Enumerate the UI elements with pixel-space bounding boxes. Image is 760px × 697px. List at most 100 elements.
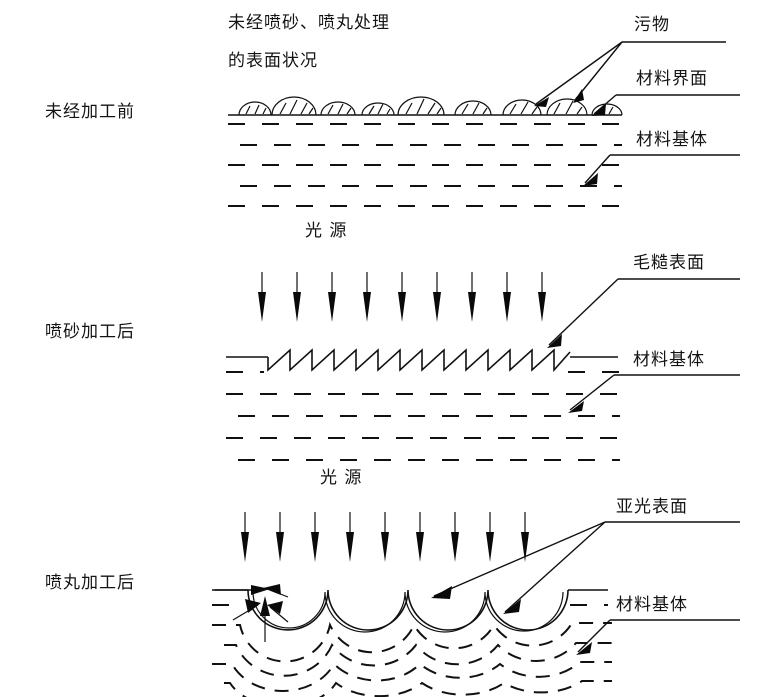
leader-rough-surface: 毛糙表面	[547, 253, 740, 348]
scatter-arrow-head	[245, 599, 261, 613]
leader-arrowhead	[547, 334, 562, 348]
bump-hatch	[254, 104, 260, 115]
light-arrow-head	[328, 292, 336, 322]
substrate-wavy-row	[212, 621, 612, 663]
bump-hatch	[289, 99, 298, 115]
label-material-interface: 材料界面	[636, 69, 708, 89]
label-matte-surface: 亚光表面	[616, 497, 688, 517]
bump-hatch	[368, 105, 375, 115]
substrate-dashed-rows-3	[212, 604, 612, 697]
bump	[454, 100, 492, 116]
light-arrow-head	[293, 292, 301, 322]
leader-material-interface: 材料界面	[592, 69, 740, 116]
leader-line	[504, 521, 606, 613]
leader-arrowhead	[583, 173, 598, 186]
scatter-arrow-head	[267, 601, 283, 614]
leader-line	[574, 41, 623, 101]
bump-hatch	[509, 103, 517, 115]
substrate-wavy-row	[212, 661, 612, 692]
light-arrow-head	[433, 292, 441, 322]
light-arrow-head	[363, 292, 371, 322]
leader-material-substrate-2: 材料基体	[568, 350, 740, 413]
substrate-wavy-row	[224, 642, 612, 677]
bump-hatch	[327, 104, 334, 115]
bump-hatch	[482, 107, 488, 115]
bump	[271, 96, 317, 116]
section-label-after-sandblasting: 喷砂加工后	[45, 322, 135, 342]
crater-profile-inner	[252, 591, 564, 633]
bump-hatch	[346, 107, 352, 115]
leader-contaminant: 污物	[534, 15, 726, 107]
leader-line	[535, 41, 623, 105]
leader-arrowhead	[573, 89, 584, 103]
section-after-sandblasting: 光 源 喷砂加工后	[45, 221, 740, 461]
scatter-arrow-head	[251, 585, 270, 595]
bump-hatch	[300, 102, 308, 115]
bump-hatch	[262, 107, 267, 115]
scatter-arrow-head	[263, 584, 281, 595]
bump-hatch	[608, 106, 614, 115]
bump-hatch	[245, 105, 251, 115]
light-arrow-head	[276, 532, 284, 562]
light-arrow-head	[311, 532, 319, 562]
leader-material-substrate-3: 材料基体	[576, 595, 740, 655]
leader-arrowhead	[592, 104, 606, 116]
label-rough-surface: 毛糙表面	[633, 253, 705, 273]
leader-arrowhead	[576, 642, 592, 655]
leader-line	[548, 278, 619, 346]
rough-surface-sawtooth	[226, 348, 618, 373]
bump-hatch	[405, 102, 413, 115]
scatter-arrow-head	[260, 596, 270, 616]
bump-hatch	[279, 102, 287, 115]
light-arrow-head	[258, 292, 266, 322]
label-contaminant: 污物	[634, 15, 670, 35]
bump-hatch	[416, 98, 425, 115]
light-arrows-sandblasting	[258, 272, 546, 322]
light-arrow-head	[468, 292, 476, 322]
light-arrow-head	[381, 532, 389, 562]
matte-surface-craters	[212, 589, 608, 633]
bump-hatch	[565, 100, 574, 115]
light-source-label-sandblasting: 光 源	[305, 221, 347, 241]
light-arrow-head	[451, 532, 459, 562]
substrate-dashed-rows-2	[226, 371, 620, 461]
leader-arrowhead	[503, 599, 521, 614]
substrate-dashed-rows-1	[228, 123, 622, 207]
bump	[502, 99, 542, 116]
leader-arrowhead	[534, 97, 549, 107]
section-before-processing: 未经喷砂、喷丸处理 的表面状况 未经加工前	[45, 13, 740, 207]
bump	[546, 98, 588, 116]
leader-line	[433, 521, 606, 597]
label-material-substrate: 材料基体	[636, 130, 708, 150]
contaminant-bumps	[238, 96, 623, 116]
light-arrow-head	[538, 292, 546, 322]
figure-title-line1: 未经喷砂、喷丸处理	[228, 13, 390, 33]
bump-hatch	[436, 107, 442, 115]
light-arrow-head	[503, 292, 511, 322]
section-label-after-shot-peening: 喷丸加工后	[45, 573, 135, 593]
bump-hatch	[472, 102, 480, 115]
leader-line	[569, 374, 615, 411]
section-after-shot-peening: 光 源 喷丸加工后	[45, 468, 740, 697]
light-arrow-head	[521, 532, 529, 562]
bump-hatch	[461, 103, 469, 115]
bump	[320, 101, 356, 116]
label-material-substrate: 材料基体	[633, 350, 705, 370]
light-arrow-head	[241, 532, 249, 562]
light-arrow-head	[398, 292, 406, 322]
bump-hatch	[427, 102, 436, 115]
substrate-wavy-row	[224, 680, 612, 697]
bump	[397, 96, 445, 116]
light-arrow-head	[486, 532, 494, 562]
bump-hatch	[337, 103, 344, 115]
figure-title-line2: 的表面状况	[228, 51, 318, 71]
scatter-arrow-stem	[269, 606, 289, 623]
bump	[591, 103, 623, 116]
leader-arrowhead	[431, 586, 452, 599]
section-label-before-processing: 未经加工前	[45, 102, 135, 122]
leader-line	[584, 154, 611, 184]
label-material-substrate: 材料基体	[616, 595, 688, 615]
bump-hatch	[576, 106, 583, 115]
bump-hatch	[386, 108, 391, 115]
